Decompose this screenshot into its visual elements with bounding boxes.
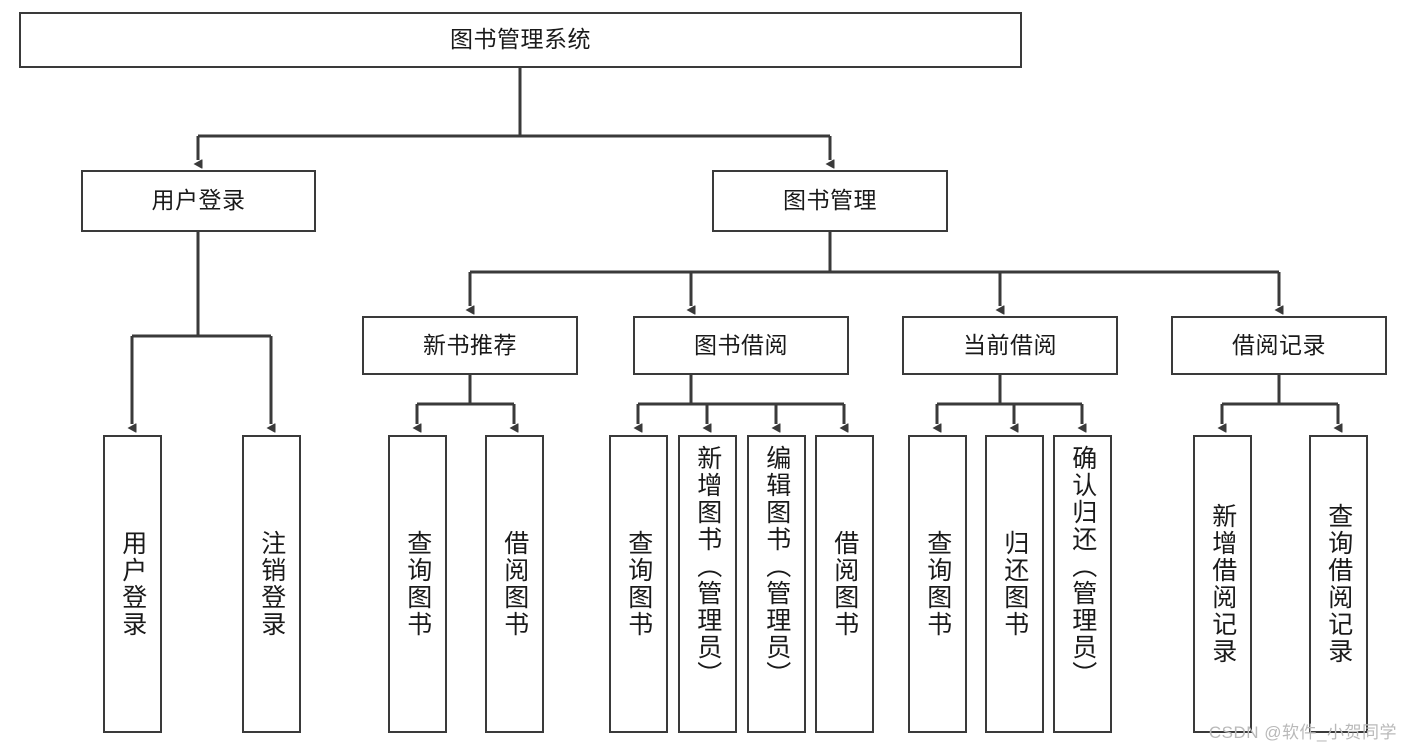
node-label: 图书管理系统 <box>450 26 591 53</box>
node-label: 查询图书 <box>923 530 952 638</box>
leaf-user-login-login[interactable]: 用户登录 <box>103 435 162 733</box>
leaf-borrow-borrow-book[interactable]: 借阅图书 <box>815 435 874 733</box>
node-label: 当前借阅 <box>963 331 1057 358</box>
leaf-recommend-borrow-book[interactable]: 借阅图书 <box>485 435 544 733</box>
node-label: 借阅记录 <box>1232 331 1326 358</box>
node-label: 确认归还（管理员） <box>1068 445 1097 688</box>
node-label: 图书管理 <box>783 187 877 214</box>
leaf-borrow-add-book-admin[interactable]: 新增图书（管理员） <box>678 435 737 733</box>
node-label: 用户登录 <box>151 187 246 214</box>
leaf-borrow-edit-book-admin[interactable]: 编辑图书（管理员） <box>747 435 806 733</box>
node-label: 新增借阅记录 <box>1208 503 1237 665</box>
node-label: 归还图书 <box>1000 530 1029 638</box>
node-label: 查询图书 <box>403 530 432 638</box>
node-root-system[interactable]: 图书管理系统 <box>19 12 1022 68</box>
leaf-current-confirm-return-admin[interactable]: 确认归还（管理员） <box>1053 435 1112 733</box>
node-label: 查询借阅记录 <box>1324 503 1353 665</box>
node-label: 注销登录 <box>257 530 286 638</box>
node-current-borrow[interactable]: 当前借阅 <box>902 316 1118 375</box>
node-new-book-recommend[interactable]: 新书推荐 <box>362 316 578 375</box>
node-label: 借阅图书 <box>830 530 859 638</box>
leaf-record-add-record[interactable]: 新增借阅记录 <box>1193 435 1252 733</box>
node-label: 查询图书 <box>624 530 653 638</box>
node-label: 用户登录 <box>118 530 147 638</box>
node-label: 图书借阅 <box>694 331 788 358</box>
node-label: 借阅图书 <box>500 530 529 638</box>
node-label: 新书推荐 <box>423 331 517 358</box>
leaf-current-return-book[interactable]: 归还图书 <box>985 435 1044 733</box>
node-book-management[interactable]: 图书管理 <box>712 170 948 232</box>
leaf-borrow-query-book[interactable]: 查询图书 <box>609 435 668 733</box>
leaf-current-query-book[interactable]: 查询图书 <box>908 435 967 733</box>
leaf-user-login-logout[interactable]: 注销登录 <box>242 435 301 733</box>
node-label: 新增图书（管理员） <box>693 445 722 688</box>
node-book-borrow[interactable]: 图书借阅 <box>633 316 849 375</box>
leaf-record-query-record[interactable]: 查询借阅记录 <box>1309 435 1368 733</box>
leaf-recommend-query-book[interactable]: 查询图书 <box>388 435 447 733</box>
watermark-text: CSDN @软件_小贺同学 <box>1208 723 1397 742</box>
node-user-login[interactable]: 用户登录 <box>81 170 316 232</box>
node-borrow-record[interactable]: 借阅记录 <box>1171 316 1387 375</box>
node-label: 编辑图书（管理员） <box>762 445 791 688</box>
